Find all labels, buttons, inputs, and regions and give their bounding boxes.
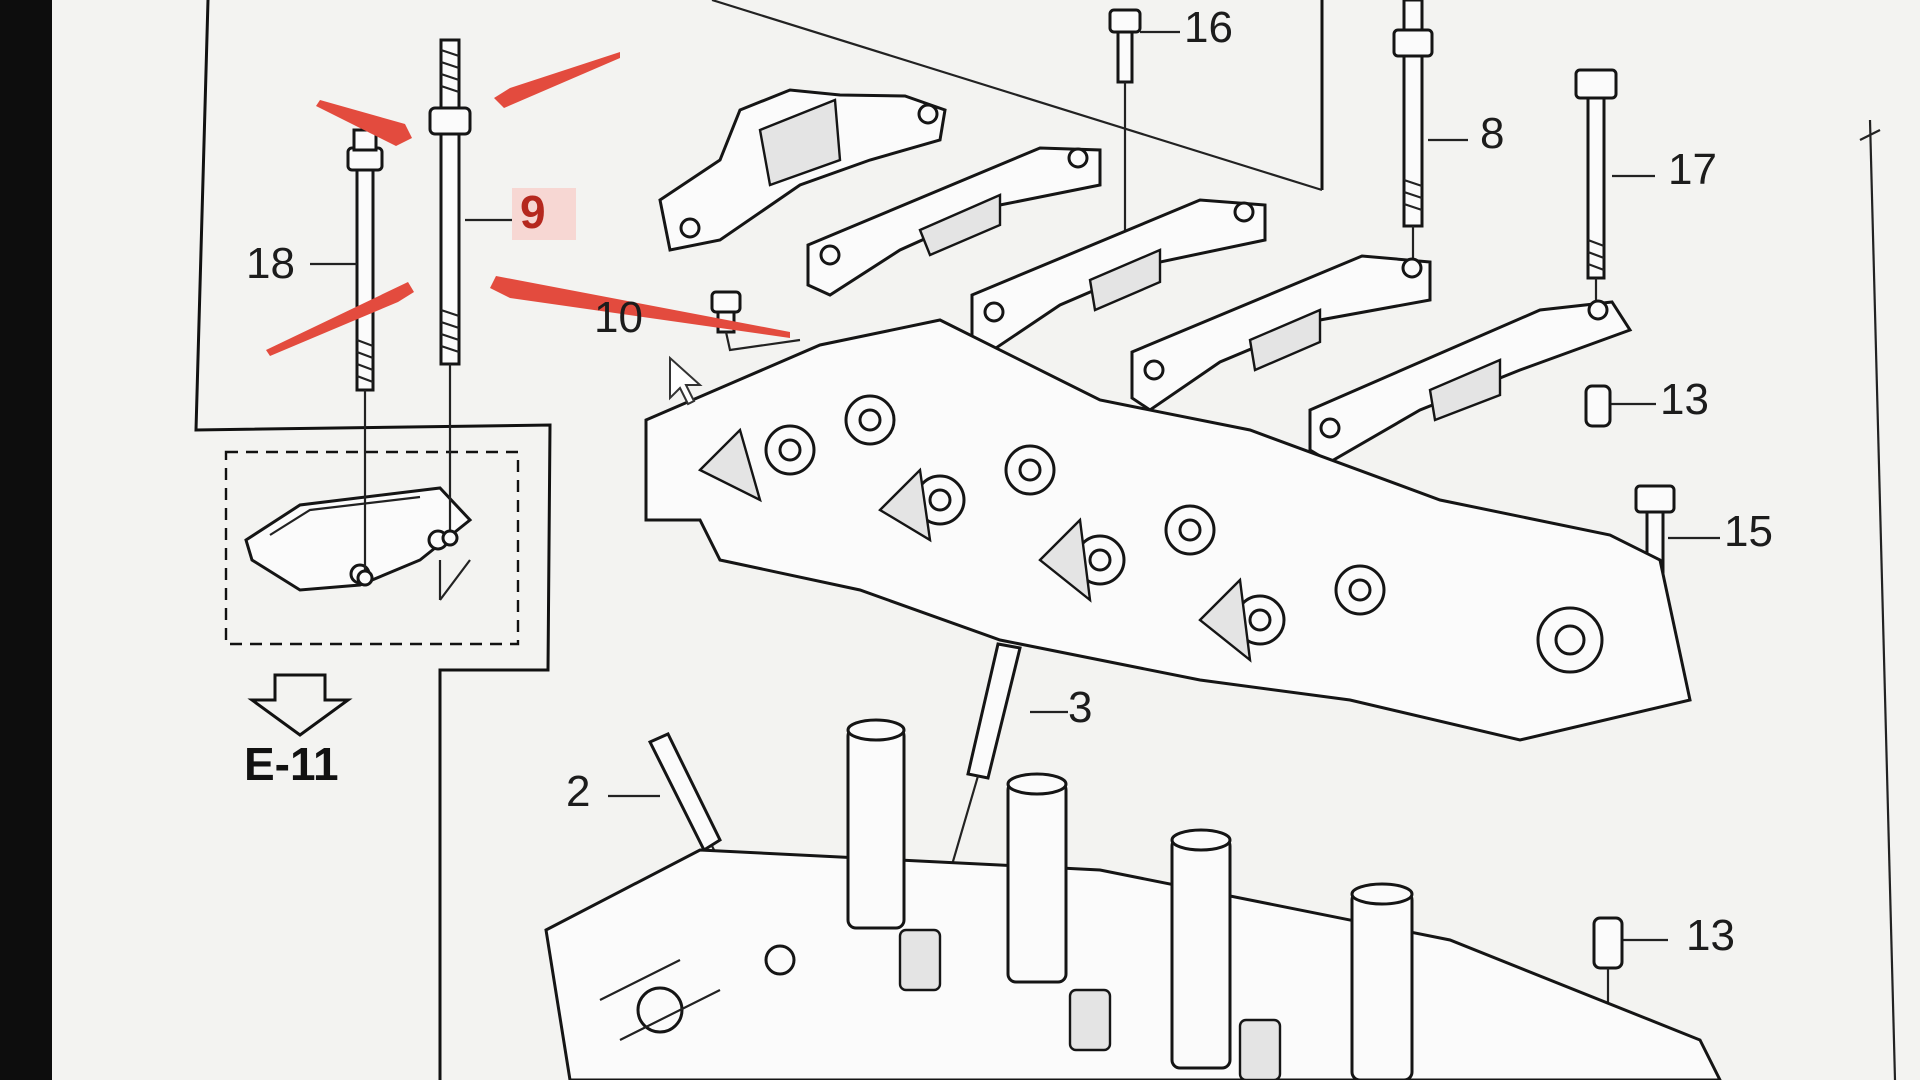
boundary-line bbox=[1859, 129, 1881, 141]
reference-label: E-11 bbox=[244, 738, 339, 790]
callout-13: 13 bbox=[1686, 911, 1735, 960]
boundary-line bbox=[711, 0, 1323, 192]
callout-8: 8 bbox=[1480, 109, 1504, 158]
bearing-cap-3 bbox=[970, 198, 1267, 354]
callout-16: 16 bbox=[1184, 3, 1233, 52]
monitor-bezel bbox=[0, 0, 52, 1080]
callout-10: 10 bbox=[594, 293, 643, 342]
bolt-8 bbox=[1392, 0, 1434, 258]
red-arrow-icon bbox=[316, 100, 412, 146]
bolt-16 bbox=[1108, 8, 1142, 250]
callout-13: 13 bbox=[1660, 375, 1709, 424]
reference-arrow-icon bbox=[247, 673, 353, 737]
callout-15: 15 bbox=[1724, 507, 1773, 556]
red-arrow-icon bbox=[266, 282, 414, 356]
bolt-17 bbox=[1574, 68, 1618, 300]
cylinder-head bbox=[544, 718, 1722, 1080]
red-arrow-icon bbox=[494, 52, 620, 108]
camshaft-holder bbox=[644, 318, 1692, 742]
leader-lines bbox=[310, 30, 1720, 942]
red-arrow-icon bbox=[490, 276, 790, 338]
bearing-cap-4 bbox=[1130, 254, 1432, 412]
bearing-cap-2 bbox=[806, 146, 1102, 297]
callout-9: 9 bbox=[520, 186, 546, 238]
callout-3: 3 bbox=[1068, 683, 1092, 732]
bearing-cap-5 bbox=[1308, 299, 1633, 464]
mouse-cursor-icon bbox=[669, 355, 703, 406]
highlight-arrows bbox=[266, 52, 790, 356]
callout-17: 17 bbox=[1668, 145, 1717, 194]
stud-9 bbox=[428, 38, 472, 547]
detail-box bbox=[224, 450, 520, 646]
bearing-cap-front bbox=[658, 88, 947, 252]
dowel-13-upper bbox=[1584, 384, 1612, 428]
boundary-line bbox=[1868, 119, 1897, 1080]
callout-9-highlight bbox=[512, 188, 576, 240]
bolt-18 bbox=[346, 128, 384, 587]
parts-diagram-page: E-11 bbox=[52, 0, 1920, 1080]
callout-2: 2 bbox=[566, 767, 590, 816]
exploded-parts-diagram: E-11 bbox=[194, 0, 1897, 1080]
inset-frame bbox=[194, 0, 552, 1080]
callout-18: 18 bbox=[246, 239, 295, 288]
cover-plate bbox=[244, 486, 473, 601]
